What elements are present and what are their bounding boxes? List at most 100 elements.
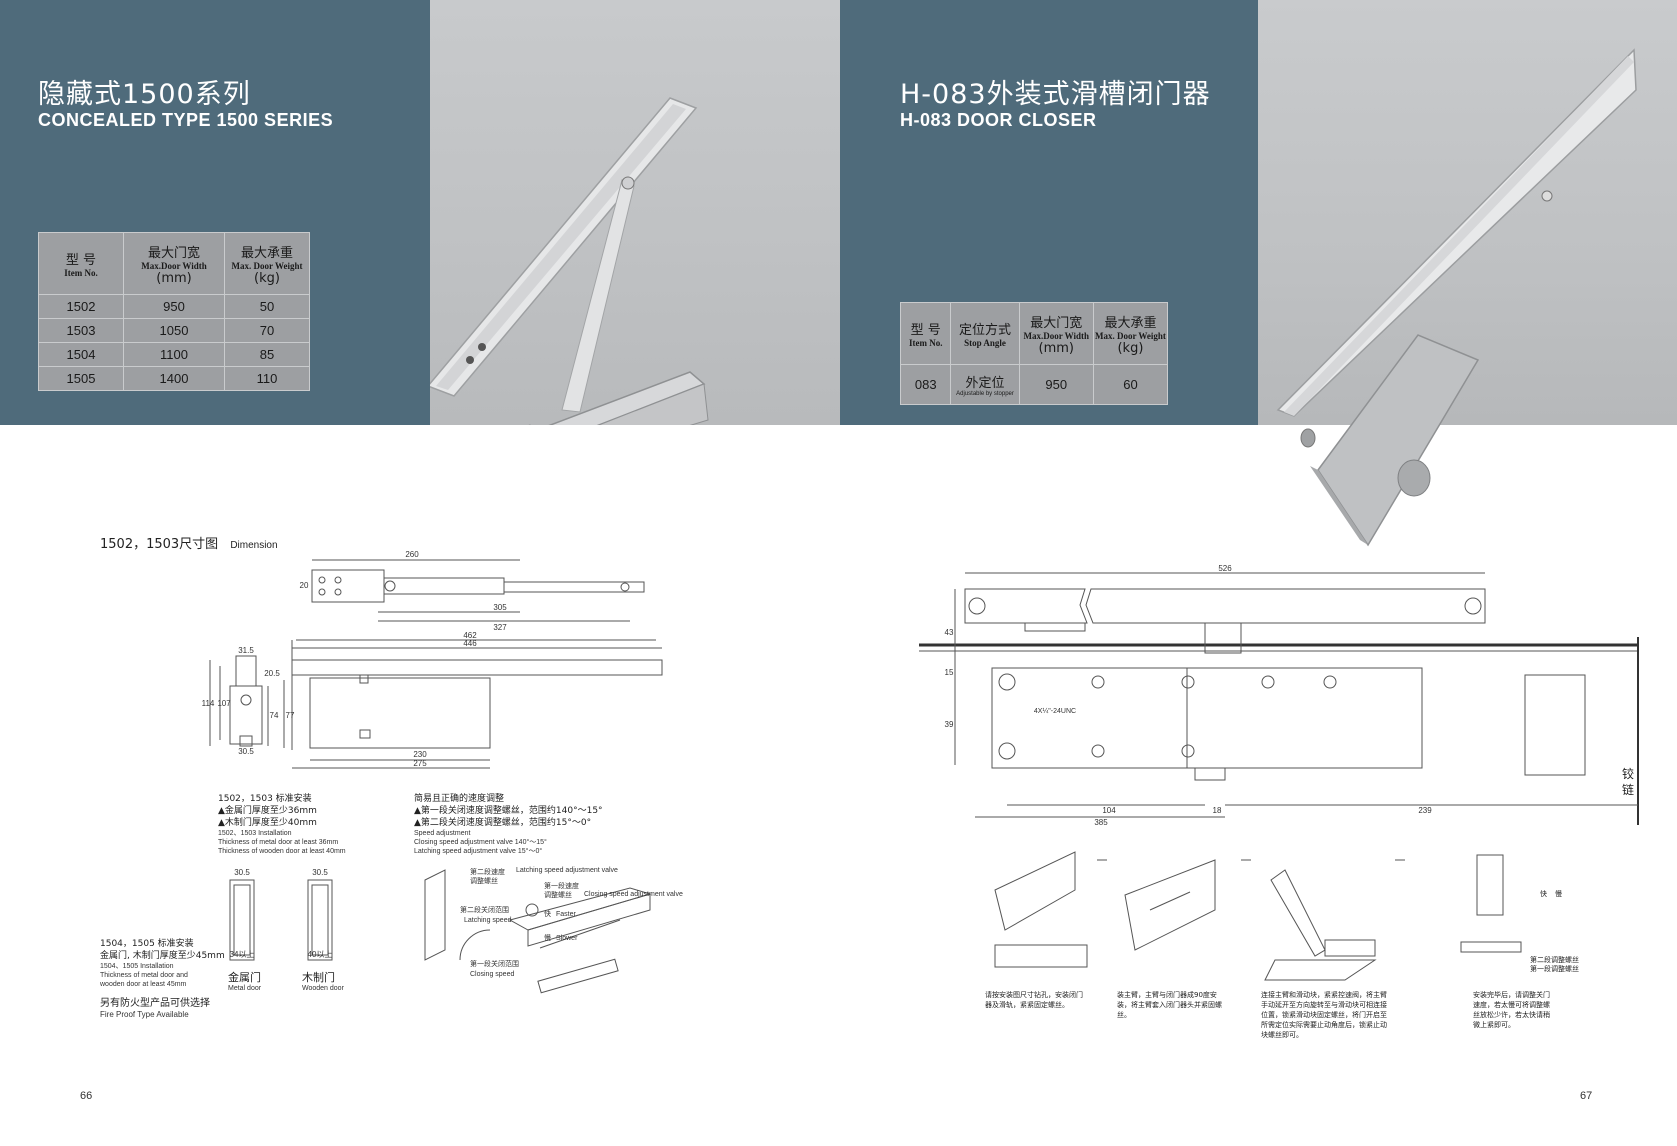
table-cell: 110 bbox=[224, 366, 310, 391]
hinge-label: 铰 链 bbox=[1622, 767, 1635, 797]
svg-text:4X¼"-24UNC: 4X¼"-24UNC bbox=[1034, 708, 1076, 715]
metal-door-label: 金属门 Metal door bbox=[228, 971, 262, 993]
right-product-photo bbox=[1258, 0, 1677, 547]
right-title-en: H-083 DOOR CLOSER bbox=[900, 110, 1097, 130]
svg-text:40以上: 40以上 bbox=[308, 950, 333, 959]
svg-text:30.5: 30.5 bbox=[238, 747, 254, 756]
svg-text:调整螺丝: 调整螺丝 bbox=[470, 876, 498, 885]
table-cell: 1503 bbox=[38, 318, 124, 343]
svg-text:15: 15 bbox=[945, 668, 954, 677]
left-dimension-drawing: 260 20 305 327 462 446 31.5 20.5 114 107… bbox=[202, 550, 663, 769]
table-cell: 70 bbox=[224, 318, 310, 343]
svg-text:43: 43 bbox=[945, 628, 954, 637]
installation-steps: 请按安装图尺寸钻孔，安装闭门器及滑轨，紧紧固定螺丝。 装主臂，主臂与闭门器成90… bbox=[985, 990, 1555, 1050]
svg-text:调整螺丝: 调整螺丝 bbox=[544, 890, 572, 899]
svg-text:39: 39 bbox=[945, 720, 954, 729]
valve-diagram: 第二段速度 调整螺丝 Latching speed adjustment val… bbox=[424, 867, 683, 994]
svg-text:快: 快 bbox=[544, 909, 551, 918]
table-cell: 1400 bbox=[123, 366, 225, 391]
svg-text:第一段关闭范围: 第一段关闭范围 bbox=[470, 959, 519, 968]
table-cell: 1505 bbox=[38, 366, 124, 391]
svg-text:239: 239 bbox=[1418, 806, 1432, 815]
step-4-slow-label: 慢 bbox=[1555, 890, 1562, 898]
install-1504-block: 1504，1505 标准安装 金属门, 木制门厚度至少45mm 1504、150… bbox=[100, 939, 225, 988]
table-cell: 950 bbox=[123, 294, 225, 319]
svg-text:Closing speed adjustment valve: Closing speed adjustment valve bbox=[584, 891, 683, 898]
table-cell: 60 bbox=[1092, 364, 1169, 405]
step-4-fast-label: 快 bbox=[1540, 890, 1547, 898]
table-cell: 外定位 Adjustable by stopper bbox=[950, 364, 1020, 405]
svg-text:18: 18 bbox=[1213, 806, 1222, 815]
svg-text:30.5: 30.5 bbox=[234, 868, 250, 877]
page-number-right: 67 bbox=[1580, 1090, 1593, 1102]
step-4-valve-labels: 第二段调整螺丝 第一段调整螺丝 bbox=[1530, 956, 1579, 973]
svg-text:526: 526 bbox=[1218, 565, 1232, 573]
surface-closer-illustration bbox=[1276, 48, 1637, 547]
svg-text:77: 77 bbox=[286, 711, 295, 720]
table-cell: 1100 bbox=[123, 342, 225, 367]
svg-text:Latching speed adjustment valv: Latching speed adjustment valve bbox=[516, 867, 618, 874]
right-installation-drawing: 526 43 15 39 104 18 385 239 4X¼"-24UNC bbox=[919, 565, 1639, 827]
speed-adjustment-block: 简易且正确的速度调整 ▲第一段关闭速度调整螺丝，范围约140°～15° ▲第二段… bbox=[414, 794, 603, 855]
svg-text:305: 305 bbox=[493, 603, 507, 612]
fireproof-note: 另有防火型产品可供选择 Fire Proof Type Available bbox=[100, 998, 210, 1019]
table-row: 083 外定位 Adjustable by stopper 950 60 bbox=[899, 364, 1169, 405]
svg-text:230: 230 bbox=[413, 750, 427, 759]
svg-text:327: 327 bbox=[493, 623, 507, 632]
table-row: 1503 1050 70 bbox=[38, 318, 310, 343]
table-cell: 1502 bbox=[38, 294, 124, 319]
svg-text:385: 385 bbox=[1094, 818, 1108, 827]
concealed-closer-illustration bbox=[426, 97, 709, 479]
svg-text:30.5: 30.5 bbox=[312, 868, 328, 877]
svg-text:第一段速度: 第一段速度 bbox=[544, 881, 579, 890]
step-2-text: 装主臂，主臂与闭门器成90度安装，将主臂套入闭门器头并紧固螺丝。 bbox=[1117, 991, 1222, 1019]
left-title-cn: 隐藏式1500系列 bbox=[38, 79, 251, 110]
install-1502-block: 1502，1503 标准安装 ▲金属门厚度至少36mm ▲木制门厚度至少40mm… bbox=[218, 794, 346, 855]
svg-text:275: 275 bbox=[413, 759, 427, 768]
svg-text:34以上: 34以上 bbox=[230, 950, 255, 959]
svg-text:Latching speed: Latching speed bbox=[464, 917, 512, 924]
table-row: 1502 950 50 bbox=[38, 294, 310, 319]
svg-text:446: 446 bbox=[463, 639, 477, 648]
step-3-text: 连接主臂和滑动块，紧紧控速阀，将主臂手动延开至方向旋转至与滑动块可相连接位置，锁… bbox=[1261, 991, 1387, 1039]
svg-text:Faster: Faster bbox=[556, 911, 577, 918]
left-title-en: CONCEALED TYPE 1500 SERIES bbox=[38, 110, 334, 130]
left-product-photo bbox=[426, 0, 840, 479]
step-4-text: 安装完毕后，请调整关门速度，若太慢可将调整螺丝放松少许，若太快请稍微上紧即可。 bbox=[1473, 991, 1550, 1029]
svg-text:第二段速度: 第二段速度 bbox=[470, 867, 505, 876]
svg-text:462: 462 bbox=[463, 631, 477, 640]
svg-text:慢: 慢 bbox=[544, 933, 551, 942]
door-section-drawing: 30.5 30.5 34以上 40以上 bbox=[229, 868, 333, 961]
svg-text:20.5: 20.5 bbox=[264, 669, 280, 678]
table-cell: 950 bbox=[1018, 364, 1094, 405]
table-cell: 50 bbox=[224, 294, 310, 319]
svg-text:Slower: Slower bbox=[556, 935, 578, 942]
svg-text:Closing speed: Closing speed bbox=[470, 971, 514, 978]
table-cell: 083 bbox=[899, 364, 952, 405]
svg-text:114: 114 bbox=[202, 699, 215, 708]
dimension-heading: 1502，1503尺寸图 Dimension bbox=[100, 537, 278, 552]
table-cell: 1504 bbox=[38, 342, 124, 367]
right-title-cn: H-083外装式滑槽闭门器 bbox=[900, 79, 1211, 110]
table-cell: 85 bbox=[224, 342, 310, 367]
page-number-left: 66 bbox=[80, 1090, 93, 1102]
svg-text:104: 104 bbox=[1102, 806, 1116, 815]
table-row: 1504 1100 85 bbox=[38, 342, 310, 367]
wooden-door-label: 木制门 Wooden door bbox=[302, 971, 344, 993]
table-row: 1505 1400 110 bbox=[38, 366, 310, 391]
svg-text:31.5: 31.5 bbox=[238, 646, 254, 655]
svg-text:107: 107 bbox=[217, 699, 231, 708]
svg-text:260: 260 bbox=[405, 550, 419, 559]
installation-step-sketches bbox=[994, 851, 1522, 981]
svg-text:74: 74 bbox=[270, 711, 279, 720]
table-cell: 1050 bbox=[123, 318, 225, 343]
